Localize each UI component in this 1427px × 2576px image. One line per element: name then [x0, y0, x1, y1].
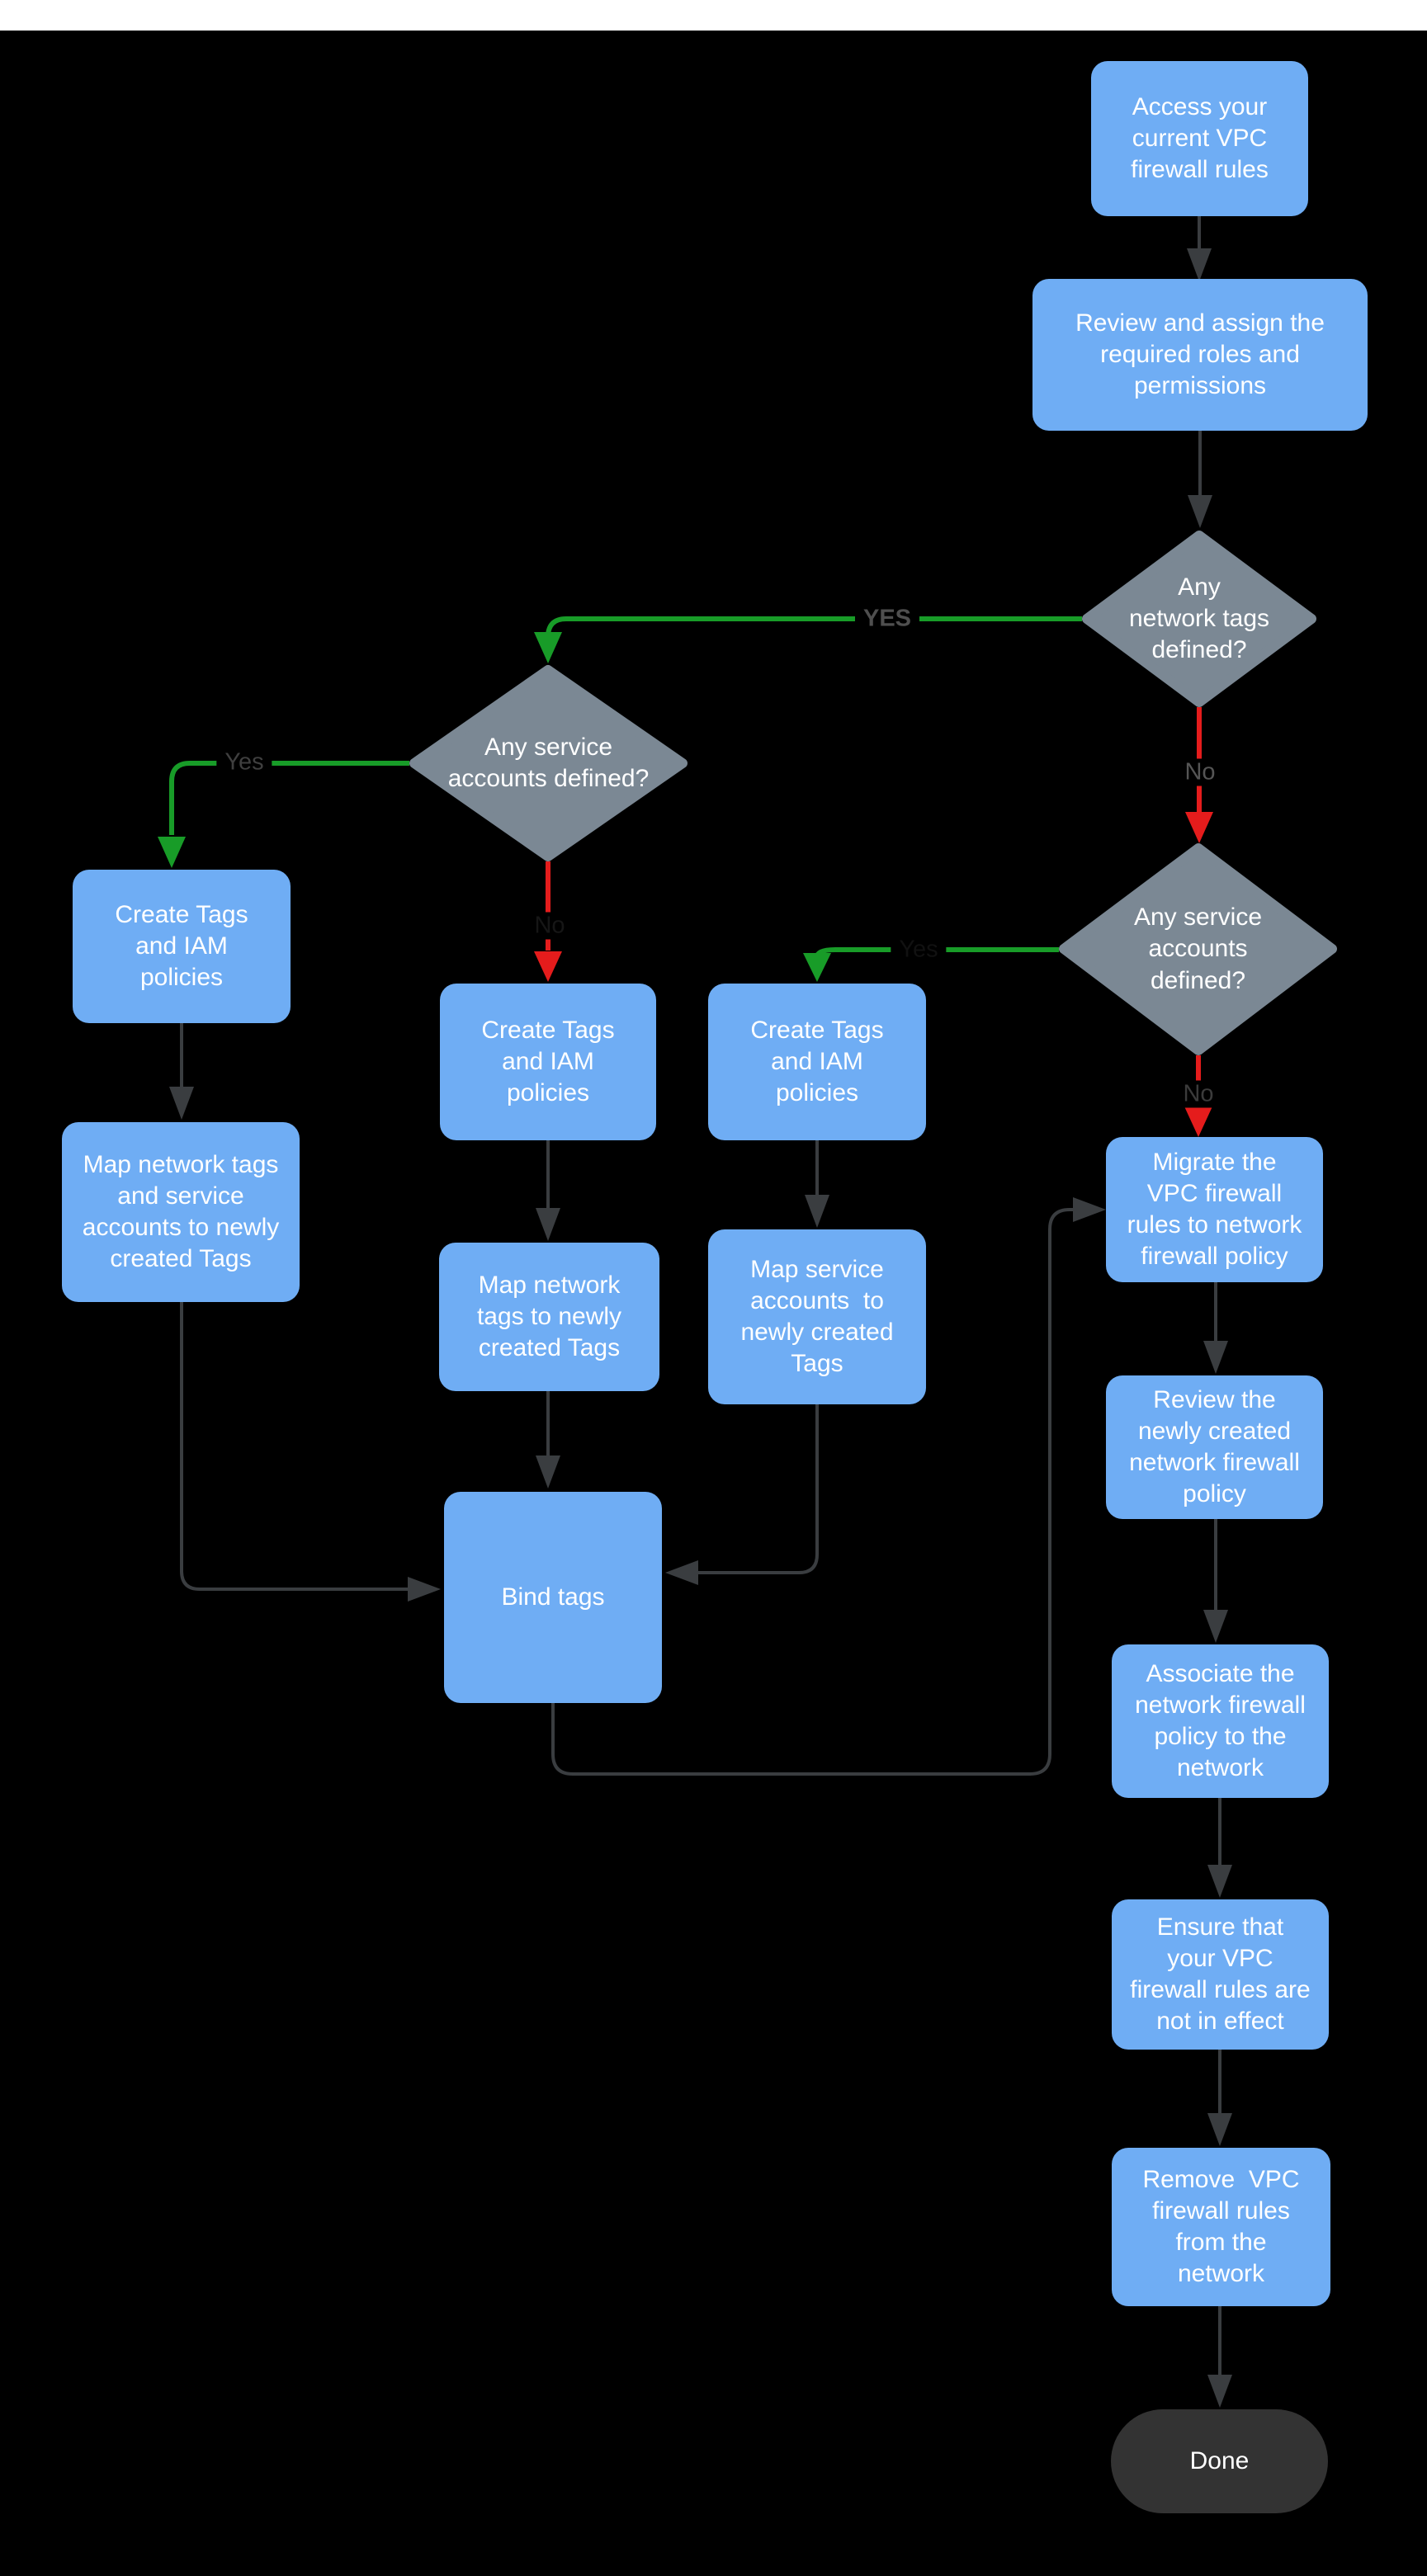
- node-label: Migrate the VPC firewall rules to networ…: [1127, 1148, 1302, 1271]
- node-label: Review and assign the required roles and…: [1075, 309, 1325, 400]
- node-label: Create Tags and IAM policies: [481, 1016, 615, 1107]
- arrowhead-down-icon: [1207, 2375, 1232, 2408]
- decision-shapes: [409, 531, 1337, 1055]
- dark-arrowheads: [169, 248, 1232, 2408]
- node-label: Review the newly created network firewal…: [1129, 1385, 1300, 1508]
- node-map-mid: Map network tags to newly created Tags: [439, 1243, 659, 1391]
- arrowhead-down-icon: [1203, 1341, 1228, 1374]
- arrowhead-right-icon: [1073, 1197, 1106, 1222]
- arrowhead-down-icon: [534, 632, 562, 663]
- node-create-tags-mid: Create Tags and IAM policies: [440, 984, 656, 1140]
- node-label: Create Tags and IAM policies: [750, 1016, 884, 1107]
- decision-label: Any service accounts defined?: [1133, 903, 1263, 994]
- edge-label-no-network-tags: No: [1176, 758, 1224, 786]
- edge-label-yes-network-tags: YES: [854, 605, 920, 633]
- decision-label: Any network tags defined?: [1128, 573, 1270, 664]
- node-label: Associate the network firewall policy to…: [1135, 1659, 1306, 1782]
- node-map-left: Map network tags and service accounts to…: [62, 1122, 300, 1302]
- arrowhead-down-icon: [805, 1195, 829, 1228]
- node-label: Map service accounts to newly created Ta…: [740, 1255, 894, 1378]
- node-create-tags-left: Create Tags and IAM policies: [73, 870, 291, 1023]
- edge-mapL-bind: [180, 1302, 408, 1591]
- arrowhead-down-icon: [158, 837, 186, 868]
- edge-d2-createL-yes: [169, 761, 409, 835]
- edge-label-yes-service-left: Yes: [216, 748, 272, 776]
- decision-network-tags-shape: [1082, 531, 1316, 707]
- arrowhead-left-icon: [665, 1560, 698, 1585]
- edge-label-no-service-right: No: [1174, 1080, 1222, 1108]
- arrowhead-down-icon: [536, 1208, 560, 1241]
- node-label: Create Tags and IAM policies: [115, 900, 248, 992]
- edge-label-no-service-left: No: [526, 912, 574, 940]
- edge-label-yes-service-right: Yes: [891, 936, 947, 964]
- node-review-roles: Review and assign the required roles and…: [1032, 279, 1368, 431]
- node-done-terminal: Done: [1111, 2409, 1328, 2513]
- arrowhead-down-icon: [536, 1455, 560, 1489]
- arrowhead-down-icon: [1203, 1610, 1228, 1643]
- edge-d1-d2-yes: [546, 616, 1082, 638]
- node-label: Remove VPC firewall rules from the netwo…: [1142, 2165, 1300, 2288]
- arrowhead-down-icon: [1187, 248, 1212, 281]
- red-arrowheads: [534, 812, 1213, 1137]
- node-label: Map network tags and service accounts to…: [82, 1150, 280, 1273]
- arrowhead-down-icon: [1207, 2113, 1232, 2146]
- decision-network-tags: Any network tags defined?: [1087, 535, 1311, 702]
- arrowhead-down-icon: [1184, 1106, 1212, 1137]
- node-map-right: Map service accounts to newly created Ta…: [708, 1229, 926, 1404]
- arrowhead-down-icon: [1188, 495, 1212, 528]
- node-label: Done: [1189, 2446, 1250, 2475]
- node-ensure-not-in-effect: Ensure that your VPC firewall rules are …: [1112, 1899, 1329, 2050]
- node-label: Access your current VPC firewall rules: [1131, 92, 1269, 184]
- decision-service-accounts-right-shape: [1059, 843, 1337, 1055]
- green-arrowheads: [158, 632, 831, 982]
- edge-bind-migrate: [551, 1208, 1073, 1776]
- node-access-vpc-rules: Access your current VPC firewall rules: [1091, 61, 1308, 216]
- edge-mapR-bind: [698, 1404, 819, 1574]
- arrowhead-down-icon: [803, 953, 831, 982]
- node-create-tags-right: Create Tags and IAM policies: [708, 984, 926, 1140]
- arrowhead-down-icon: [1185, 812, 1213, 843]
- node-label: Ensure that your VPC firewall rules are …: [1130, 1913, 1311, 2036]
- decision-service-accounts-right: Any service accounts defined?: [1064, 848, 1332, 1050]
- node-label: Bind tags: [501, 1583, 605, 1611]
- dark-connectors: [180, 215, 1221, 2375]
- decision-service-accounts-left-shape: [409, 665, 688, 861]
- arrowhead-right-icon: [408, 1577, 441, 1602]
- decision-label: Any service accounts defined?: [447, 733, 650, 792]
- top-margin: [0, 0, 1427, 31]
- node-bind-tags: Bind tags: [444, 1492, 662, 1703]
- arrowhead-down-icon: [534, 951, 562, 982]
- arrowhead-down-icon: [1207, 1865, 1232, 1898]
- node-review-policy: Review the newly created network firewal…: [1106, 1375, 1323, 1519]
- node-label: Map network tags to newly created Tags: [476, 1271, 622, 1362]
- node-migrate-rules: Migrate the VPC firewall rules to networ…: [1106, 1137, 1323, 1282]
- arrowhead-down-icon: [169, 1087, 194, 1120]
- node-associate-policy: Associate the network firewall policy to…: [1112, 1644, 1329, 1798]
- node-remove-rules: Remove VPC firewall rules from the netwo…: [1112, 2148, 1330, 2306]
- decision-service-accounts-left: Any service accounts defined?: [414, 670, 683, 856]
